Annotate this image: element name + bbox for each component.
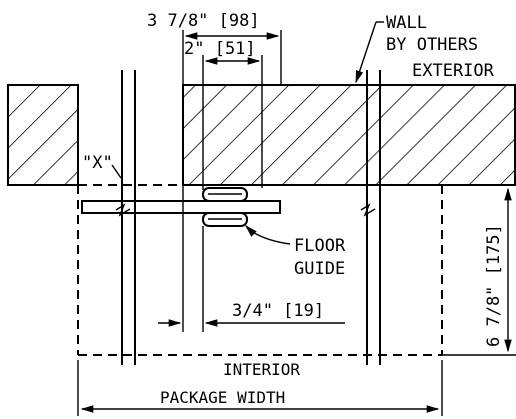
dimension-top: 3 7/8" [98]	[147, 11, 280, 40]
package-width-label: PACKAGE WIDTH	[160, 388, 285, 407]
by-others-label: BY OTHERS	[386, 35, 478, 55]
glass-plate	[81, 200, 281, 214]
exterior-label: EXTERIOR	[412, 61, 495, 81]
wall-leader: WALL BY OTHERS EXTERIOR	[355, 13, 495, 84]
right-panel	[360, 70, 381, 365]
dimension-top-label: 3 7/8" [98]	[147, 11, 260, 31]
dimension-small: 3/4" [19]	[158, 301, 345, 327]
interior-label: INTERIOR	[223, 360, 300, 379]
floor-guide-leader: FLOOR GUIDE	[245, 225, 346, 279]
floor-label: FLOOR	[294, 236, 346, 256]
x-marker: "X"	[82, 153, 122, 179]
left-panel	[115, 70, 136, 365]
dimension-mid-label: 2" [51]	[184, 39, 256, 59]
right-wall-section	[182, 84, 516, 186]
dimension-package-width: PACKAGE WIDTH	[77, 360, 443, 416]
dimension-vertical-label: 6 7/8" [175]	[484, 224, 504, 347]
dimension-small-label: 3/4" [19]	[232, 301, 324, 321]
floor-guide	[202, 187, 248, 227]
package-outline	[77, 184, 443, 356]
dimension-mid: 2" [51]	[184, 39, 261, 65]
dimension-extension-lines	[182, 30, 282, 332]
x-marker-label: "X"	[82, 153, 113, 173]
wall-label: WALL	[386, 13, 427, 33]
guide-label: GUIDE	[294, 259, 345, 279]
left-wall-section	[7, 84, 79, 186]
dimension-vertical: 6 7/8" [175]	[442, 184, 516, 356]
